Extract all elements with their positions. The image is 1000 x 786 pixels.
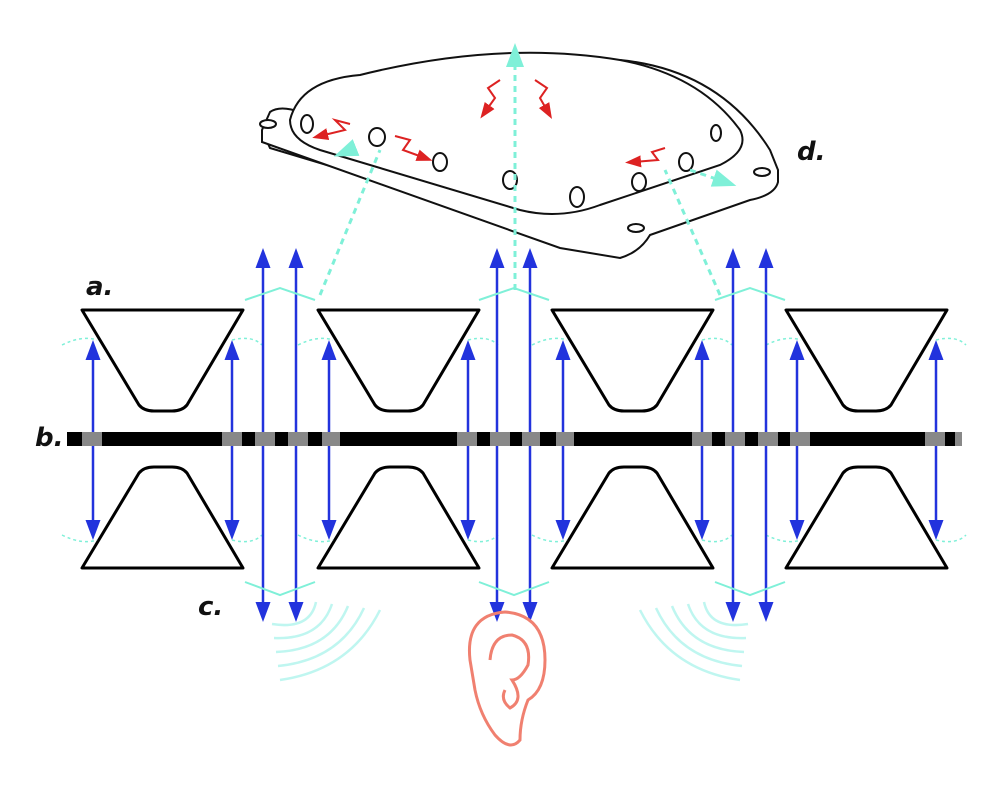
dotted-flow <box>765 534 967 543</box>
bar-gray-segment <box>692 432 712 446</box>
bar-gray-segment <box>322 432 340 446</box>
dotted-flow <box>61 534 263 543</box>
air-flow-dashed <box>318 43 737 296</box>
sound-wave <box>275 605 350 654</box>
dotted-flow <box>531 337 733 346</box>
dotted-flow <box>531 534 733 543</box>
bar-gray-segment <box>288 432 308 446</box>
bar-gray-segment <box>255 432 275 446</box>
dotted-flow <box>61 337 263 346</box>
dotted-flow <box>297 337 499 346</box>
bar-gray-segment <box>490 432 510 446</box>
sound-wave <box>271 601 318 627</box>
sound-wave <box>686 603 747 640</box>
cyan-chevron-top <box>244 286 316 301</box>
bottom-funnel <box>784 465 949 570</box>
bar-gray-segment <box>222 432 242 446</box>
cyan-chevron-bottom <box>714 581 786 597</box>
bar-base <box>67 432 962 446</box>
sound-wave <box>702 601 749 627</box>
bar-gray-segment <box>790 432 810 446</box>
bar-gray-segment <box>925 432 945 446</box>
label-b: b. <box>35 423 64 453</box>
bar-gray-segment <box>82 432 102 446</box>
cyan-chevron-bottom <box>478 581 550 597</box>
top-funnel <box>316 308 481 413</box>
label-c: c. <box>198 592 224 622</box>
sound-wave <box>277 607 366 668</box>
bar-gray-segment <box>725 432 745 446</box>
heat-flow-arrows <box>312 79 666 168</box>
bottom-funnel <box>550 465 715 570</box>
bottom-funnel <box>316 465 481 570</box>
bar-gray-segment <box>522 432 540 446</box>
sound-wave <box>638 609 741 682</box>
dotted-flow <box>297 534 499 543</box>
sound-wave <box>670 605 745 654</box>
bar-gray-segment <box>457 432 477 446</box>
bottom-funnel <box>80 465 245 570</box>
dotted-flow <box>765 337 967 346</box>
device-enclosure <box>259 51 780 260</box>
ear-icon <box>467 610 547 747</box>
label-d: d. <box>797 137 826 167</box>
bar <box>67 432 962 446</box>
bar-gray-segment <box>556 432 574 446</box>
cyan-chevron-top <box>714 286 786 301</box>
bar-gray-segment <box>758 432 778 446</box>
top-funnel <box>80 308 245 413</box>
top-funnel <box>550 308 715 413</box>
label-a: a. <box>86 272 114 302</box>
sound-wave <box>279 609 382 682</box>
sound-wave <box>654 607 743 668</box>
cyan-chevron-bottom <box>244 581 316 597</box>
bar-gray-segment <box>955 432 962 446</box>
sound-wave <box>273 603 334 640</box>
cyan-chevron-top <box>478 286 550 301</box>
top-funnel <box>784 308 949 413</box>
